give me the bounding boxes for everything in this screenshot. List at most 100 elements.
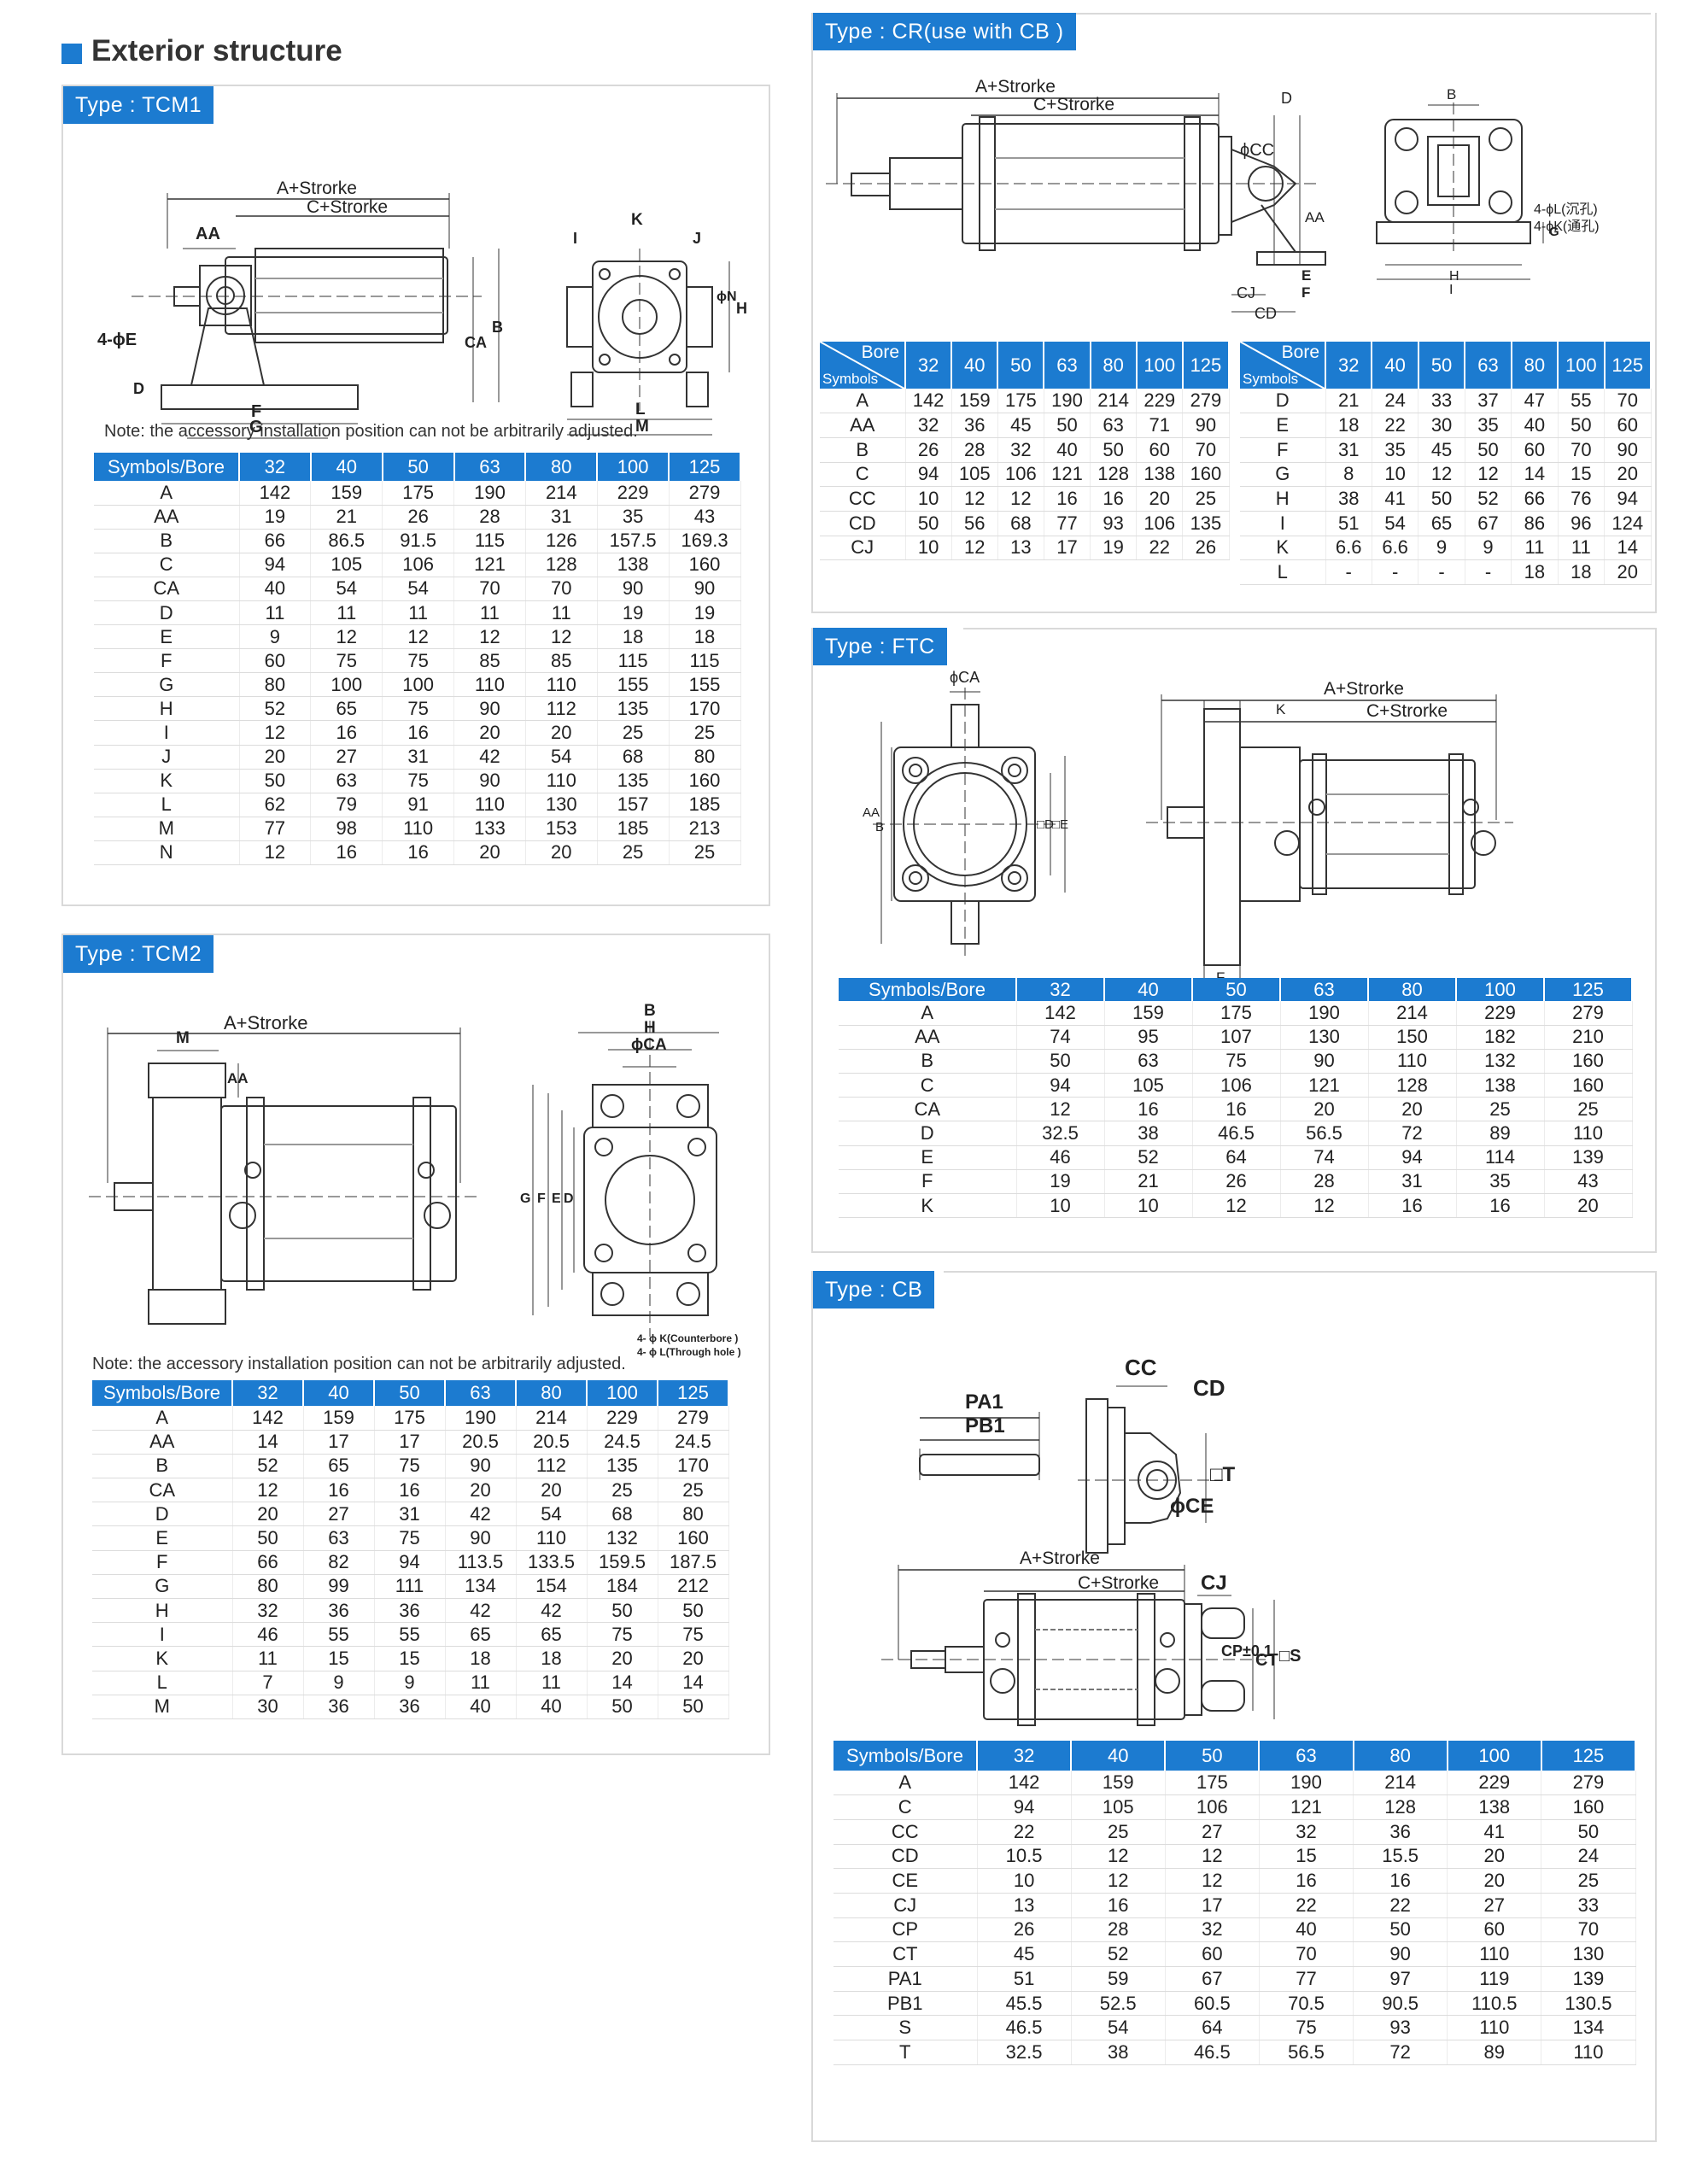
value-cell: 107	[1192, 1025, 1281, 1050]
cb-label-cp: CP±0.1	[1221, 1642, 1272, 1660]
value-cell: 65	[445, 1622, 517, 1648]
value-cell: 25	[587, 1478, 658, 1503]
cb-label-ct: CT	[1255, 1651, 1278, 1670]
value-cell: 54	[525, 745, 598, 770]
value-cell: 50	[1044, 413, 1091, 438]
symbol-cell: T	[834, 2040, 978, 2065]
value-cell: 121	[1259, 1794, 1354, 1820]
value-cell: 50	[1090, 437, 1138, 463]
value-cell: 279	[1182, 389, 1230, 414]
value-cell: 85	[453, 648, 526, 674]
ftc-label-a-stroke: A+Strorke	[1324, 679, 1404, 699]
value-cell: 11	[1558, 536, 1606, 561]
value-cell: 90	[453, 769, 526, 793]
tcm2-type-tag: Type : TCM2	[63, 935, 214, 973]
value-cell: 16	[1104, 1097, 1193, 1122]
symbol-cell: B	[94, 529, 240, 553]
value-cell: 54	[1372, 511, 1419, 536]
symbol-cell: M	[94, 817, 240, 841]
value-cell: 40	[1259, 1917, 1354, 1943]
tcm1-label-ca: CA	[465, 334, 487, 351]
section-marker	[61, 44, 82, 64]
value-cell: 85	[525, 648, 598, 674]
value-cell: 45	[997, 413, 1044, 438]
cb-label-a-stroke: A+Strorke	[1020, 1549, 1100, 1568]
value-cell: 43	[669, 505, 741, 530]
tcm1-label-n: ϕN	[717, 290, 737, 304]
bore-header: 63	[445, 1380, 517, 1406]
value-cell: 65	[310, 696, 383, 722]
value-cell: 121	[1044, 462, 1091, 488]
value-cell: 14	[1511, 462, 1559, 488]
tcm1-panel: Type : TCM1	[61, 85, 770, 906]
value-cell: 110	[1541, 2040, 1636, 2065]
cr-label-c-stroke: C+Strorke	[1033, 95, 1115, 114]
value-cell: 77	[239, 817, 312, 841]
tcm2-note: Note: the accessory installation positio…	[92, 1355, 626, 1373]
symbol-cell: H	[1240, 486, 1326, 512]
value-cell: 42	[516, 1598, 588, 1624]
value-cell: 70.5	[1259, 1991, 1354, 2017]
value-cell: 26	[977, 1917, 1072, 1943]
value-cell: 56	[951, 511, 998, 536]
cr-label-k-note: 4-ϕK(通孔)	[1534, 220, 1600, 234]
ftc-type-tag: Type : FTC	[813, 628, 947, 665]
tcm1-label-m: M	[635, 418, 649, 436]
value-cell: 50	[1353, 1917, 1448, 1943]
corner-divider	[1240, 342, 1325, 389]
value-cell: 115	[669, 648, 741, 674]
value-cell: 187.5	[658, 1550, 729, 1575]
value-cell: 25	[1541, 1868, 1636, 1894]
tcm1-diagram: A+Strorke C+Strorke AA 4-ϕE D F G CA B I…	[80, 129, 755, 471]
bore-header: 125	[1182, 342, 1231, 389]
value-cell: 12	[453, 624, 526, 650]
cr-label-l-note: 4-ϕL(沉孔)	[1534, 202, 1598, 217]
value-cell: 10	[1372, 462, 1419, 488]
value-cell: 9	[374, 1671, 446, 1695]
value-cell: 89	[1456, 1121, 1545, 1146]
symbol-cell: A	[834, 1771, 978, 1796]
value-cell: 130	[525, 793, 598, 817]
symbol-cell: I	[1240, 511, 1326, 536]
value-cell: 185	[669, 793, 741, 817]
bore-header: 50	[382, 453, 455, 481]
value-cell: 31	[382, 745, 455, 770]
value-cell: 18	[516, 1646, 588, 1671]
value-cell: 27	[303, 1502, 375, 1527]
value-cell: 22	[977, 1819, 1072, 1845]
value-cell: 12	[1192, 1193, 1281, 1219]
value-cell: 90	[669, 577, 741, 601]
value-cell: 16	[1368, 1193, 1457, 1219]
bore-header: 32	[977, 1741, 1073, 1771]
value-cell: 25	[597, 720, 670, 746]
value-cell: 63	[310, 769, 383, 793]
value-cell: 150	[1368, 1025, 1457, 1050]
value-cell: 32	[1259, 1819, 1354, 1845]
value-cell: 132	[587, 1525, 658, 1551]
bore-header: 50	[1418, 342, 1466, 389]
value-cell: 90	[1280, 1049, 1369, 1074]
value-cell: 46.5	[977, 2015, 1072, 2041]
value-cell: 50	[1465, 437, 1512, 463]
value-cell: 95	[1104, 1025, 1193, 1050]
symbol-cell: PA1	[834, 1966, 978, 1992]
value-cell: 37	[1465, 389, 1512, 414]
value-cell: 25	[669, 840, 741, 866]
symbol-cell: D	[839, 1121, 1017, 1146]
value-cell: 16	[1456, 1193, 1545, 1219]
value-cell: 126	[525, 529, 598, 553]
value-cell: 32	[232, 1598, 304, 1624]
value-cell: 36	[1353, 1819, 1448, 1845]
value-cell: 12	[1465, 462, 1512, 488]
value-cell: 105	[1071, 1794, 1166, 1820]
